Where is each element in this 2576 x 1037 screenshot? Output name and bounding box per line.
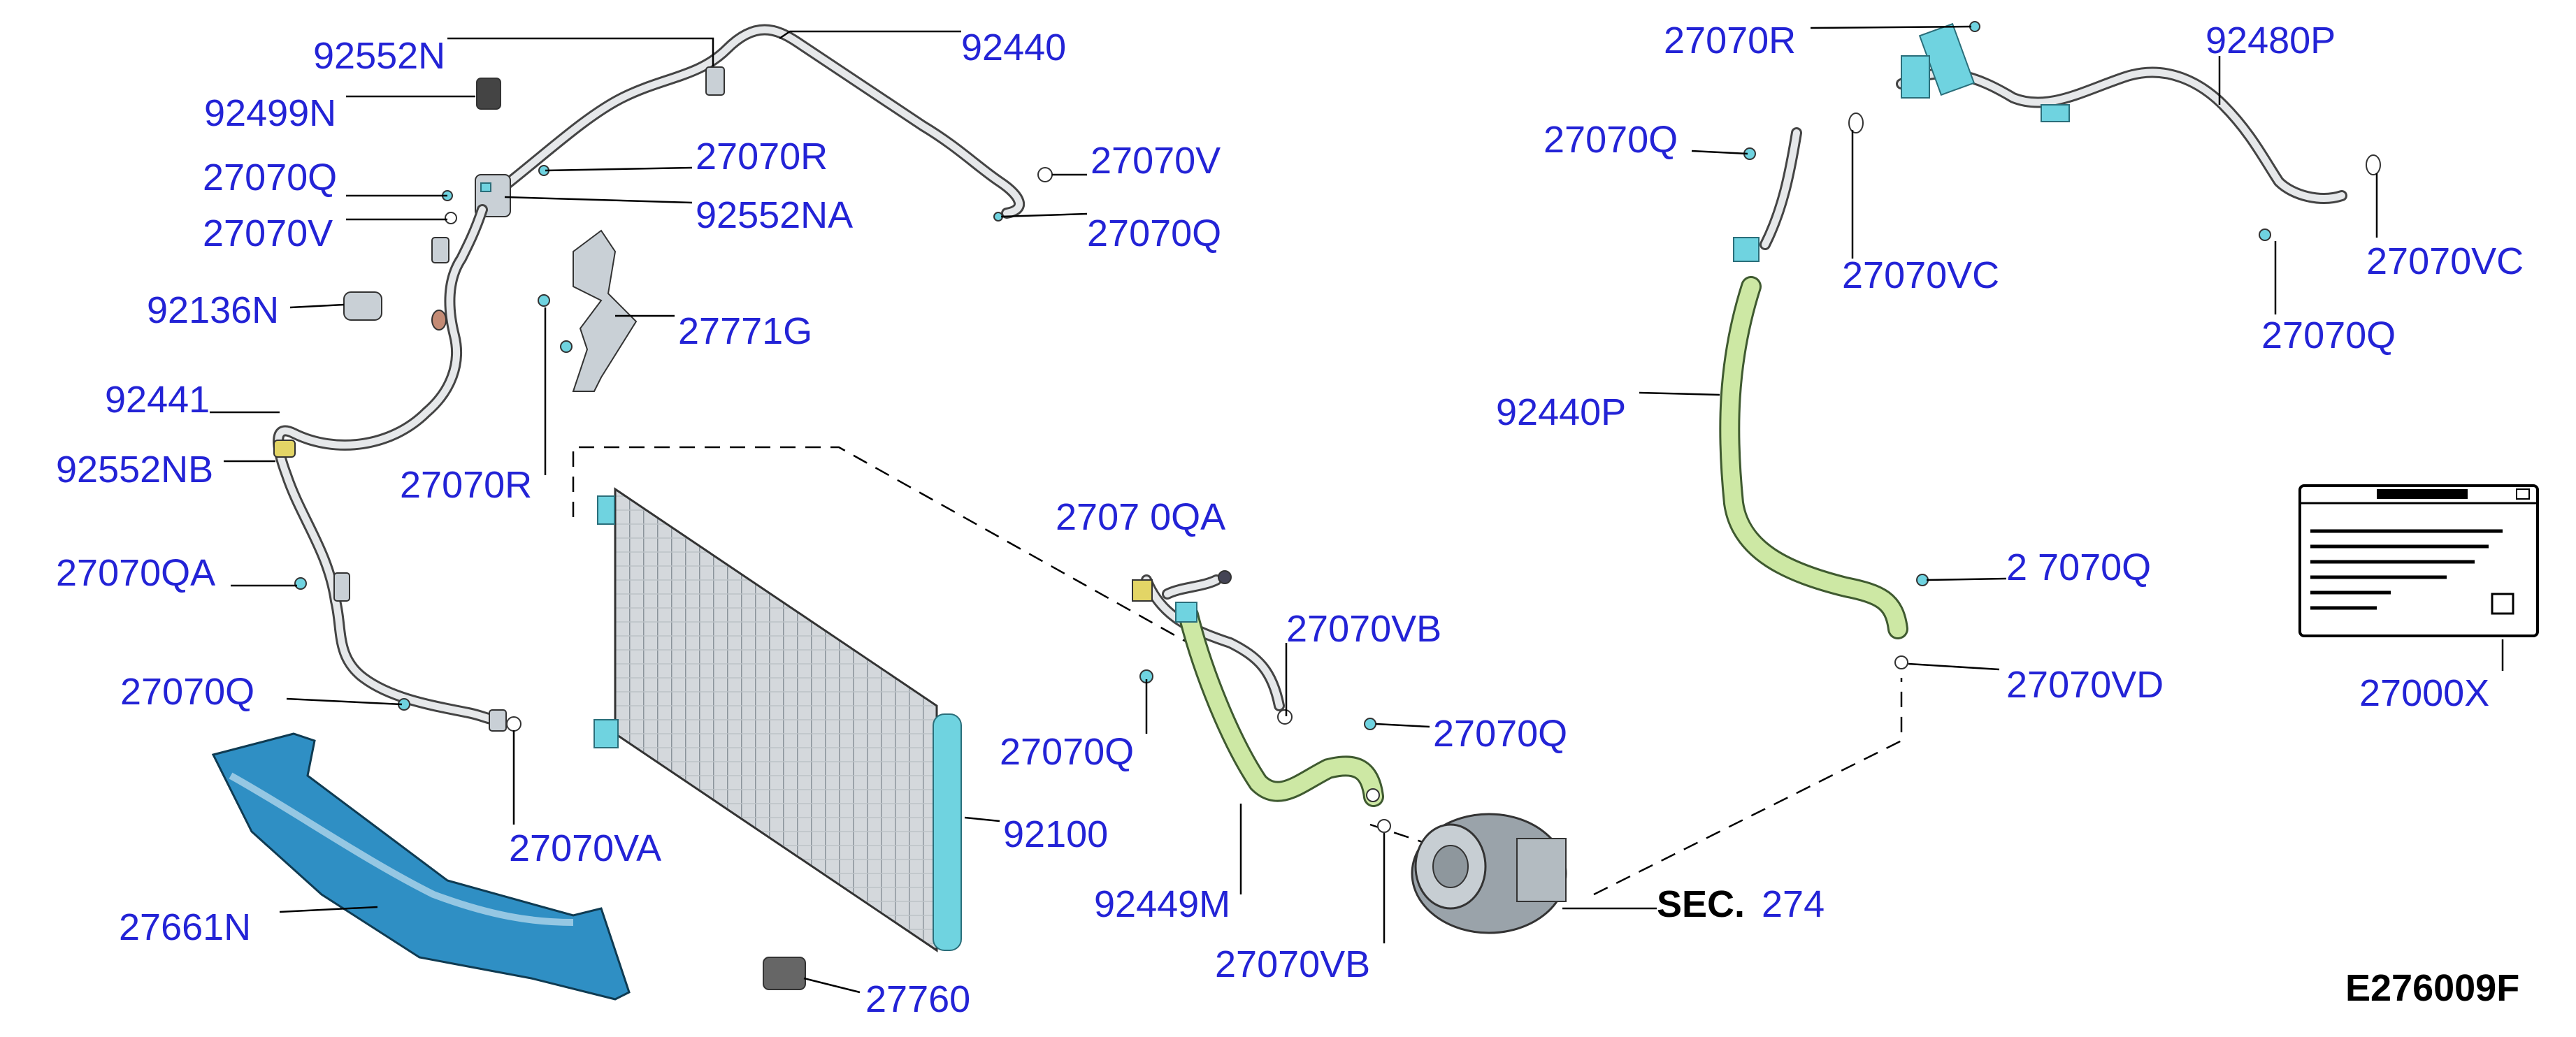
- pipe-92441: [273, 204, 507, 732]
- label-27000X: 27000X: [2359, 672, 2489, 714]
- label-27070QA-center: 2707 0QA: [1056, 496, 1225, 538]
- label-27070Q-left-low: 27070Q: [120, 671, 254, 713]
- part-labels: 92552N 92440 92499N 27070R 27070Q 27070V…: [56, 20, 2524, 1020]
- label-27070R-mid: 27070R: [400, 464, 532, 506]
- label-27771G: 27771G: [678, 310, 812, 352]
- label-92480P: 92480P: [2206, 20, 2336, 61]
- label-27070VB-center: 27070VB: [1286, 608, 1441, 650]
- label-27070R-top: 27070R: [696, 136, 828, 177]
- label-92440P: 92440P: [1496, 391, 1626, 433]
- label-92552N: 92552N: [313, 35, 445, 77]
- leader-lines: [210, 25, 2504, 994]
- label-27070QA: 27070QA: [56, 552, 215, 594]
- compressor: [1411, 813, 1567, 934]
- label-27661N: 27661N: [119, 906, 251, 948]
- label-92136N: 92136N: [147, 289, 279, 331]
- label-27070VB-bottom: 27070VB: [1215, 943, 1370, 985]
- hose-92440P: [1719, 127, 1929, 669]
- label-27070VD: 27070VD: [2006, 664, 2164, 706]
- label-92449M: 92449M: [1094, 883, 1230, 925]
- label-sec-number: 274: [1762, 883, 1825, 925]
- bracket-27771G: [572, 229, 638, 392]
- label-27070VC-mid: 27070VC: [1842, 254, 1999, 296]
- label-sec-prefix: SEC.: [1657, 883, 1745, 925]
- label-92499N: 92499N: [204, 92, 336, 134]
- ac-warning-label: [2298, 484, 2539, 637]
- absorber-27661N: [211, 732, 631, 1001]
- label-27070VC-right: 27070VC: [2366, 240, 2524, 282]
- label-92440: 92440: [961, 27, 1066, 68]
- label-27070V-top-right: 27070V: [1091, 140, 1221, 182]
- pipe-92440: [475, 24, 1026, 219]
- label-27070V-left: 27070V: [203, 212, 333, 254]
- label-27070Q-left-top: 27070Q: [203, 157, 337, 198]
- label-92100: 92100: [1003, 813, 1108, 855]
- label-27070Q-far-right: 27070Q: [2261, 314, 2396, 356]
- label-27070Q-right-low: 2 7070Q: [2006, 546, 2151, 588]
- label-92552NB: 92552NB: [56, 449, 213, 491]
- label-92552NA: 92552NA: [696, 194, 853, 236]
- label-27760: 27760: [865, 978, 970, 1020]
- pipe-92480P: [1848, 21, 2381, 241]
- label-27070R-right: 27070R: [1664, 20, 1796, 61]
- small-parts-left: [294, 78, 1053, 990]
- label-27070Q-right-top: 27070Q: [1544, 119, 1678, 161]
- label-27070Q-center-left: 27070Q: [1000, 731, 1134, 773]
- label-27070Q-center-right: 27070Q: [1433, 713, 1567, 755]
- label-27070Q-top-right: 27070Q: [1087, 212, 1221, 254]
- hose-92449M: [1132, 570, 1391, 833]
- label-92441: 92441: [105, 379, 210, 421]
- label-27070VA: 27070VA: [509, 827, 661, 869]
- diagram-ref-code: E276009F: [2345, 967, 2519, 1009]
- condenser-92100: [593, 487, 962, 952]
